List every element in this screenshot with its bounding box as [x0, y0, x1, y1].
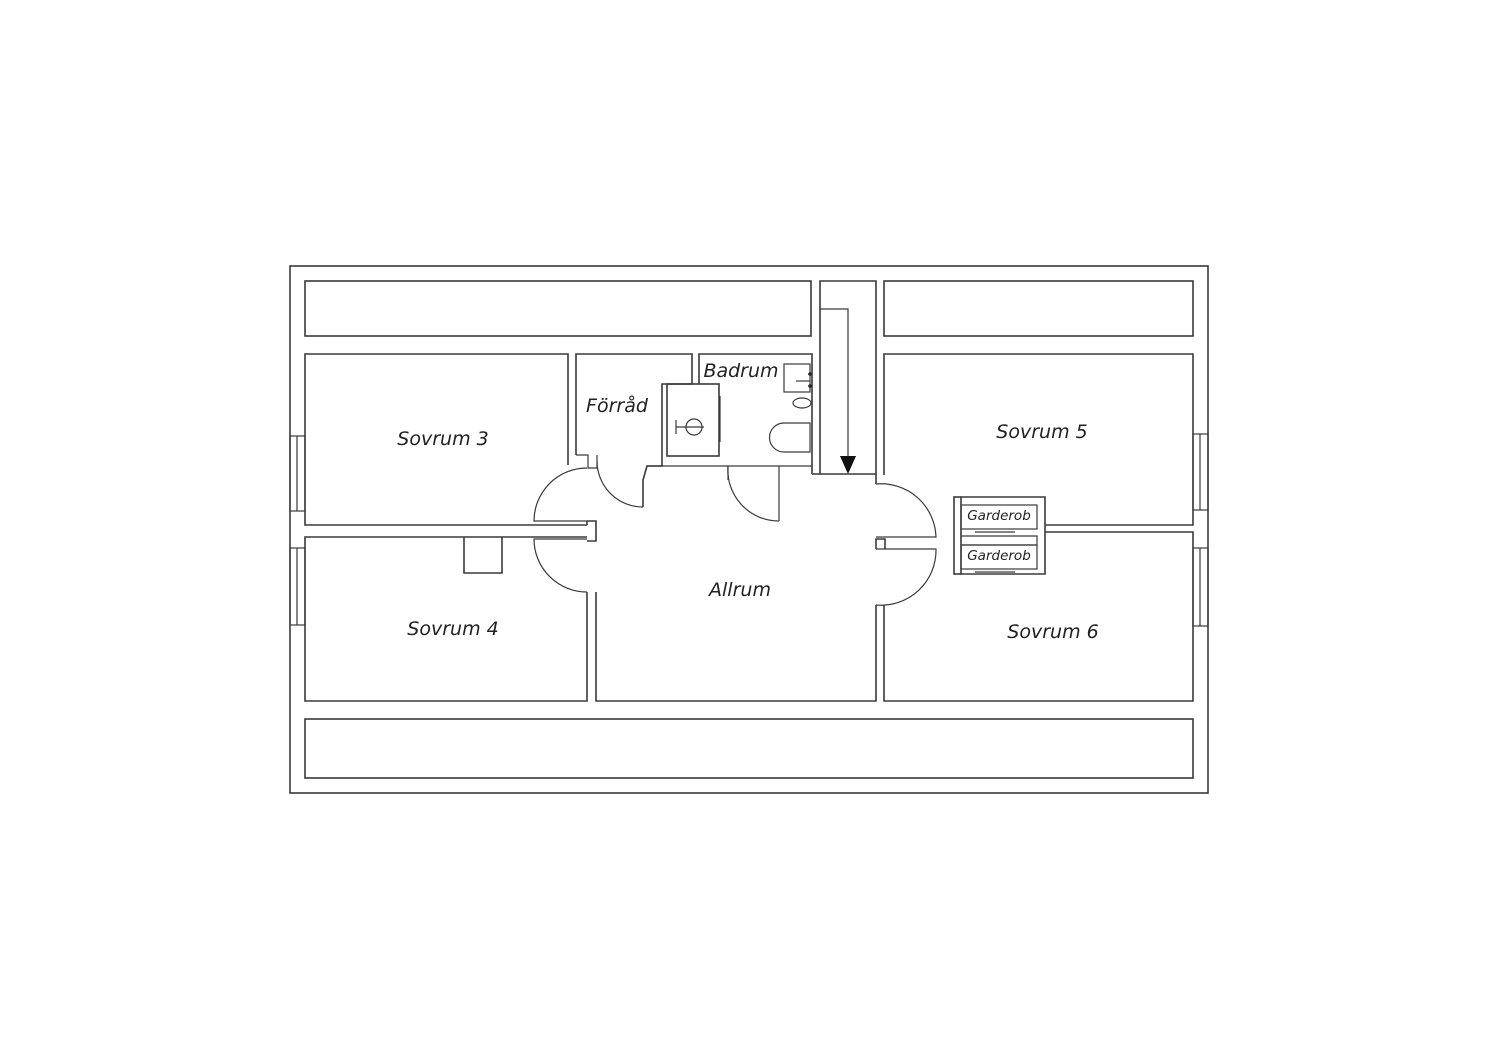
door-sovrum3: [533, 467, 588, 522]
forrad-walls: [575, 353, 693, 507]
storage-strip-top-right: [883, 280, 1194, 337]
door-forrad: [596, 460, 644, 508]
door-sovrum6: [875, 548, 937, 606]
label-allrum: Allrum: [707, 579, 771, 601]
label-sovrum5: Sovrum 5: [996, 421, 1087, 443]
badrum-walls: [698, 353, 813, 474]
allrum-walls: [595, 592, 877, 702]
label-sovrum3: Sovrum 3: [397, 428, 488, 450]
shower-enclosure: [666, 383, 720, 457]
sink-icon: [783, 363, 812, 393]
storage-strip-bottom: [304, 718, 1194, 779]
label-sovrum6: Sovrum 6: [1007, 621, 1098, 643]
label-sovrum4: Sovrum 4: [407, 618, 498, 640]
stair-arrow-icon: [840, 456, 856, 474]
storage-strip-top-left: [304, 280, 812, 337]
window-right-lower: [1192, 547, 1209, 627]
outer-wall: [289, 265, 1209, 794]
label-garderob-bottom: Garderob: [967, 548, 1031, 564]
staircase: [819, 280, 877, 474]
sovrum5-walls: [883, 353, 1194, 526]
window-left-lower: [289, 547, 306, 626]
garderob-block: [953, 496, 1046, 575]
sovrum6-walls: [883, 531, 1194, 702]
door-sovrum4: [533, 538, 588, 593]
toilet-icon: [768, 397, 812, 453]
door-sovrum5: [875, 483, 937, 538]
label-garderob-top: Garderob: [967, 508, 1031, 524]
label-badrum: Badrum: [703, 360, 778, 382]
sovrum3-walls: [304, 353, 587, 526]
niche: [463, 537, 503, 574]
label-forrad: Förråd: [586, 394, 649, 417]
shower-icon: [675, 418, 704, 436]
window-right-upper: [1192, 433, 1209, 511]
window-left-upper: [289, 435, 306, 512]
door-badrum: [727, 465, 780, 522]
sovrum4-walls: [304, 536, 588, 702]
